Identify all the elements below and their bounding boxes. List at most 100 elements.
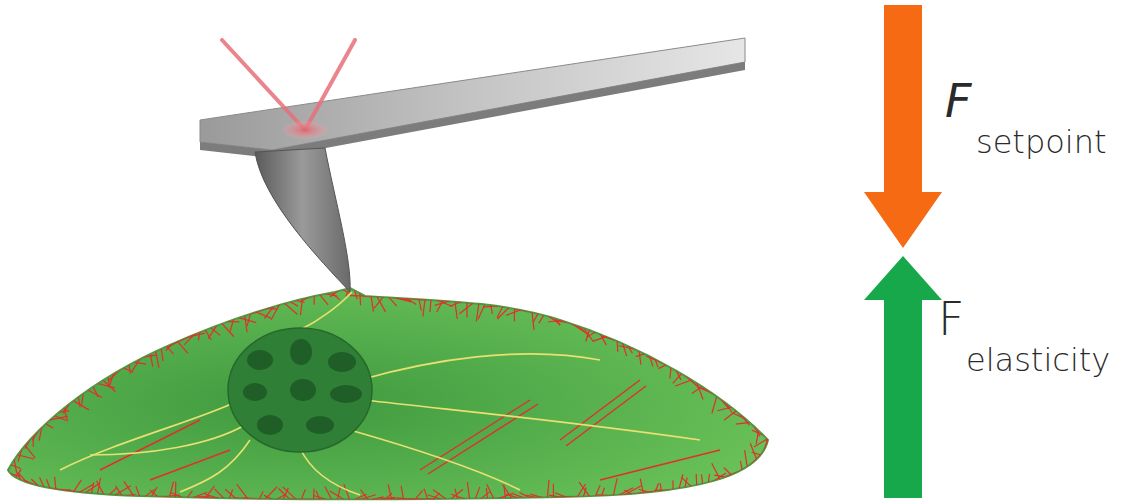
actin-fiber [33,416,68,423]
actin-fiber [673,364,690,383]
laser-beam [222,40,355,130]
actin-fiber [183,491,193,503]
actin-fiber [184,324,204,345]
actin-fiber [233,497,249,499]
actin-fiber [602,336,621,341]
actin-fiber [399,297,427,300]
actin-fiber [717,404,744,411]
actin-fiber [671,362,681,380]
actin-fiber [736,421,764,424]
actin-fiber [334,486,340,503]
actin-fiber [254,487,277,503]
actin-fiber [298,489,306,503]
actin-fiber [7,456,9,483]
actin-fiber [430,288,432,312]
actin-fiber [724,402,748,420]
actin-fiber [120,494,136,497]
actin-fiber [1,451,34,459]
actin-fiber [379,294,412,302]
actin-fiber [18,473,35,493]
actin-fiber [150,490,165,503]
actin-fiber [453,284,458,319]
actin-fiber [39,415,44,440]
actin-fiber [124,481,143,503]
actin-fiber [486,493,514,503]
actin-fiber [369,282,386,312]
actin-fiber [471,487,480,503]
actin-fiber [88,377,98,398]
actin-fiber [222,313,256,323]
actin-fiber [467,482,471,503]
actin-fiber [344,484,355,503]
actin-fiber [696,474,697,496]
actin-fiber [58,392,89,410]
actin-fiber [636,351,653,357]
actin-fiber [676,367,697,386]
actin-fiber [640,479,646,503]
actin-fiber [672,480,674,498]
actin-fiber [497,297,519,319]
actin-fiber [136,486,143,503]
actin-fiber [53,489,71,491]
actin-fiber [313,489,314,503]
actin-fiber [732,404,750,425]
actin-fiber [350,295,381,297]
actin-fiber [100,420,200,470]
actin-fiber [437,289,450,312]
actin-fiber [675,374,708,386]
actin-fiber [596,495,618,496]
actin-fiber [654,490,680,491]
actin-fiber [374,286,392,308]
actin-fiber [189,496,211,500]
actin-fiber [760,439,768,461]
actin-fiber [478,290,491,320]
afm-tip [255,148,350,292]
actin-fiber [450,298,473,307]
actin-fiber [483,305,510,307]
actin-fiber [658,361,673,368]
actin-fiber [39,419,53,428]
actin-fiber [171,493,192,502]
actin-fiber [359,281,361,305]
actin-fiber [702,473,726,489]
actin-fiber [660,483,662,499]
actin-fiber [55,477,57,502]
actin-fiber [417,288,421,311]
actin-fiber [100,486,131,503]
actin-fiber [264,495,279,502]
actin-fiber [549,495,570,499]
actin-fiber [237,484,259,503]
actin-fiber [330,286,345,297]
actin-fiber [515,309,538,313]
actin-fiber [271,290,287,319]
actin-fiber [598,488,604,503]
actin-fiber [712,463,728,495]
actin-fiber [486,488,488,503]
actin-fiber [555,321,579,324]
actin-fiber [230,308,237,332]
actin-fiber [381,289,396,306]
actin-fiber [756,417,761,444]
actin-fiber [198,324,201,340]
laser-spot [283,121,327,139]
actin-fiber [136,489,154,503]
actin-fiber [31,479,45,492]
actin-fiber [160,339,174,354]
actin-fiber [566,386,646,446]
actin-fiber [12,447,17,473]
actin-fiber [258,308,277,309]
actin-fiber [606,488,634,502]
actin-fiber [724,467,739,482]
actin-fiber [489,297,492,314]
elasticity-arrow [864,256,942,498]
actin-fiber [701,474,703,493]
force-symbol: F [945,78,971,124]
actin-fiber [216,321,239,323]
actin-fiber [714,391,729,409]
actin-fiber [504,485,507,503]
actin-fiber [476,286,481,321]
actin-fiber [95,478,101,503]
actin-fiber [553,484,554,503]
